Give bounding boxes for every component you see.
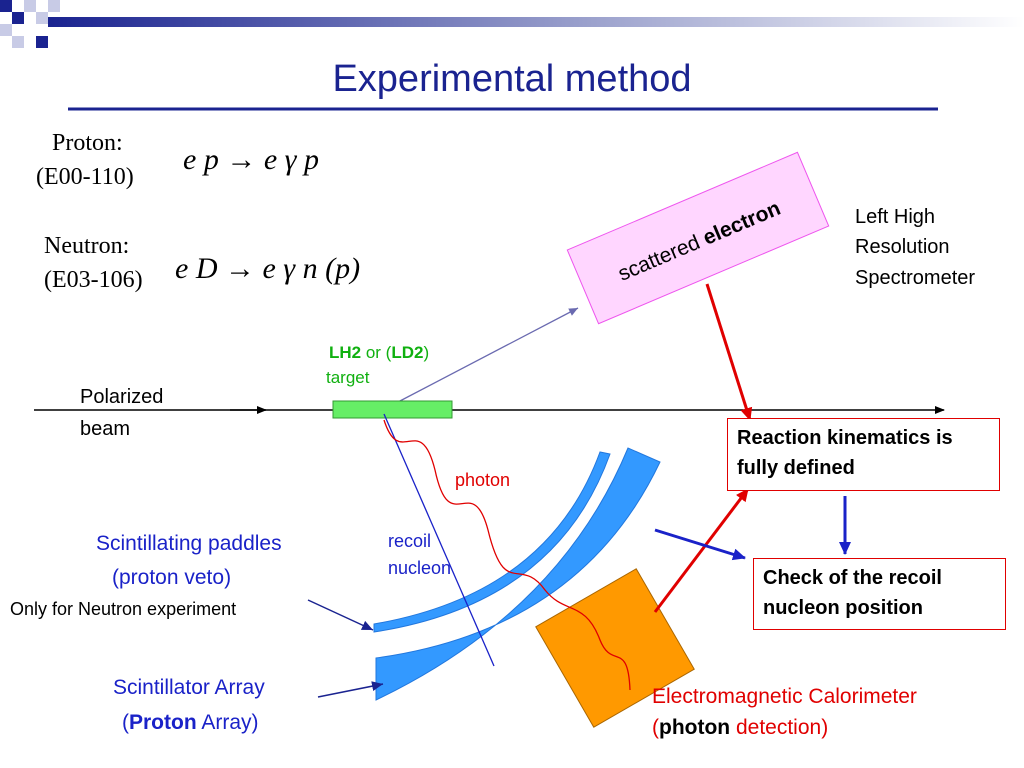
beam-label-line2: beam — [80, 418, 131, 440]
calorimeter — [535, 568, 695, 728]
lhrs-label-line2: Resolution — [855, 236, 950, 258]
lhrs-label-line1: Left High — [855, 206, 936, 228]
calorimeter-label-line2: (photon detection) — [652, 716, 829, 739]
calorimeter-label-line1: Electromagnetic Calorimeter — [652, 685, 917, 708]
electron-track — [397, 307, 579, 403]
paddles-pointer-arrow — [307, 599, 374, 631]
scintillator-array — [375, 447, 661, 701]
recoil-label-line2: nucleon — [388, 558, 452, 578]
photon-label: photon — [455, 470, 511, 490]
check-recoil-box: Check of the recoil nucleon position — [753, 558, 1006, 630]
paddles-label-line2: (proton veto) — [112, 566, 232, 589]
array-label-line1: Scintillator Array — [113, 676, 265, 699]
target-close: ) — [423, 343, 430, 362]
target-cell — [332, 400, 453, 419]
target-or: or ( — [361, 343, 392, 362]
array-to-check-arrow — [654, 528, 746, 561]
neutron-experiment: (E03-106) — [44, 267, 143, 293]
proton-label: Proton: — [52, 130, 123, 156]
neutron-label: Neutron: — [44, 233, 130, 259]
electron-to-kinematics-arrow — [705, 283, 753, 421]
beam-label-line1: Polarized — [80, 386, 164, 408]
page-title: Experimental method — [332, 58, 692, 100]
target-word: target — [326, 368, 370, 387]
array-label-line2: (Proton Array) — [122, 711, 259, 734]
recoil-track — [383, 413, 495, 667]
spectrometer-box: scattered electron — [566, 151, 830, 325]
lhrs-label-line3: Spectrometer — [855, 267, 976, 289]
neutron-reaction-equation: e D → e γ n (p) — [175, 252, 361, 285]
array-pointer-arrow — [317, 681, 384, 698]
target-lh2: LH2 — [329, 343, 362, 362]
proton-experiment: (E00-110) — [36, 164, 134, 190]
photon-track — [383, 419, 631, 691]
header-banner — [48, 17, 1024, 27]
paddles-label-line1: Scintillating paddles — [96, 532, 282, 555]
target-ld2: LD2 — [391, 343, 424, 362]
photon-to-kinematics-arrow — [653, 488, 750, 613]
corner-decoration — [0, 0, 60, 48]
neutron-only-note: Only for Neutron experiment — [10, 599, 237, 619]
kinematics-box: Reaction kinematics is fully defined — [727, 418, 1000, 491]
proton-reaction-equation: e p → e γ p — [183, 143, 319, 176]
target-label: LH2 or (LD2) — [329, 343, 429, 363]
recoil-label-line1: recoil — [388, 531, 432, 551]
